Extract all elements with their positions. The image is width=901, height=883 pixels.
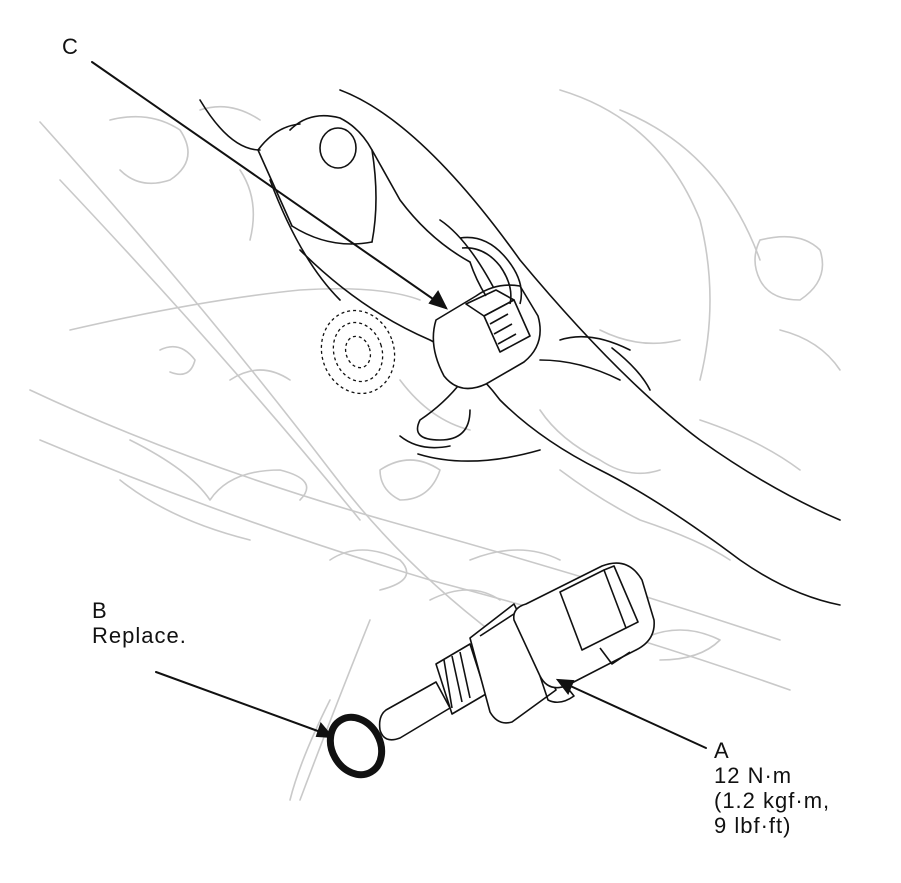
- torque-spec-line1: 12 N·m: [714, 763, 793, 788]
- callout-c: C: [62, 34, 79, 59]
- callout-c-letter: C: [62, 34, 79, 59]
- engine-background-contours: [29, 89, 841, 801]
- callout-b: B Replace.: [92, 598, 187, 648]
- callout-a-letter: A: [714, 738, 730, 763]
- harness-connector: [432, 236, 541, 390]
- callout-b-letter: B: [92, 598, 108, 623]
- callout-a: A 12 N·m (1.2 kgf·m, 9 lbf·ft): [714, 738, 830, 838]
- leader-lines: [91, 61, 707, 749]
- sensor-bore: [320, 309, 396, 395]
- callout-b-note: Replace.: [92, 623, 187, 648]
- torque-spec-line3: 9 lbf·ft): [714, 813, 792, 838]
- torque-spec-line2: (1.2 kgf·m,: [714, 788, 831, 813]
- sensor-part-a: [378, 562, 655, 741]
- o-ring-part-b: [326, 713, 386, 779]
